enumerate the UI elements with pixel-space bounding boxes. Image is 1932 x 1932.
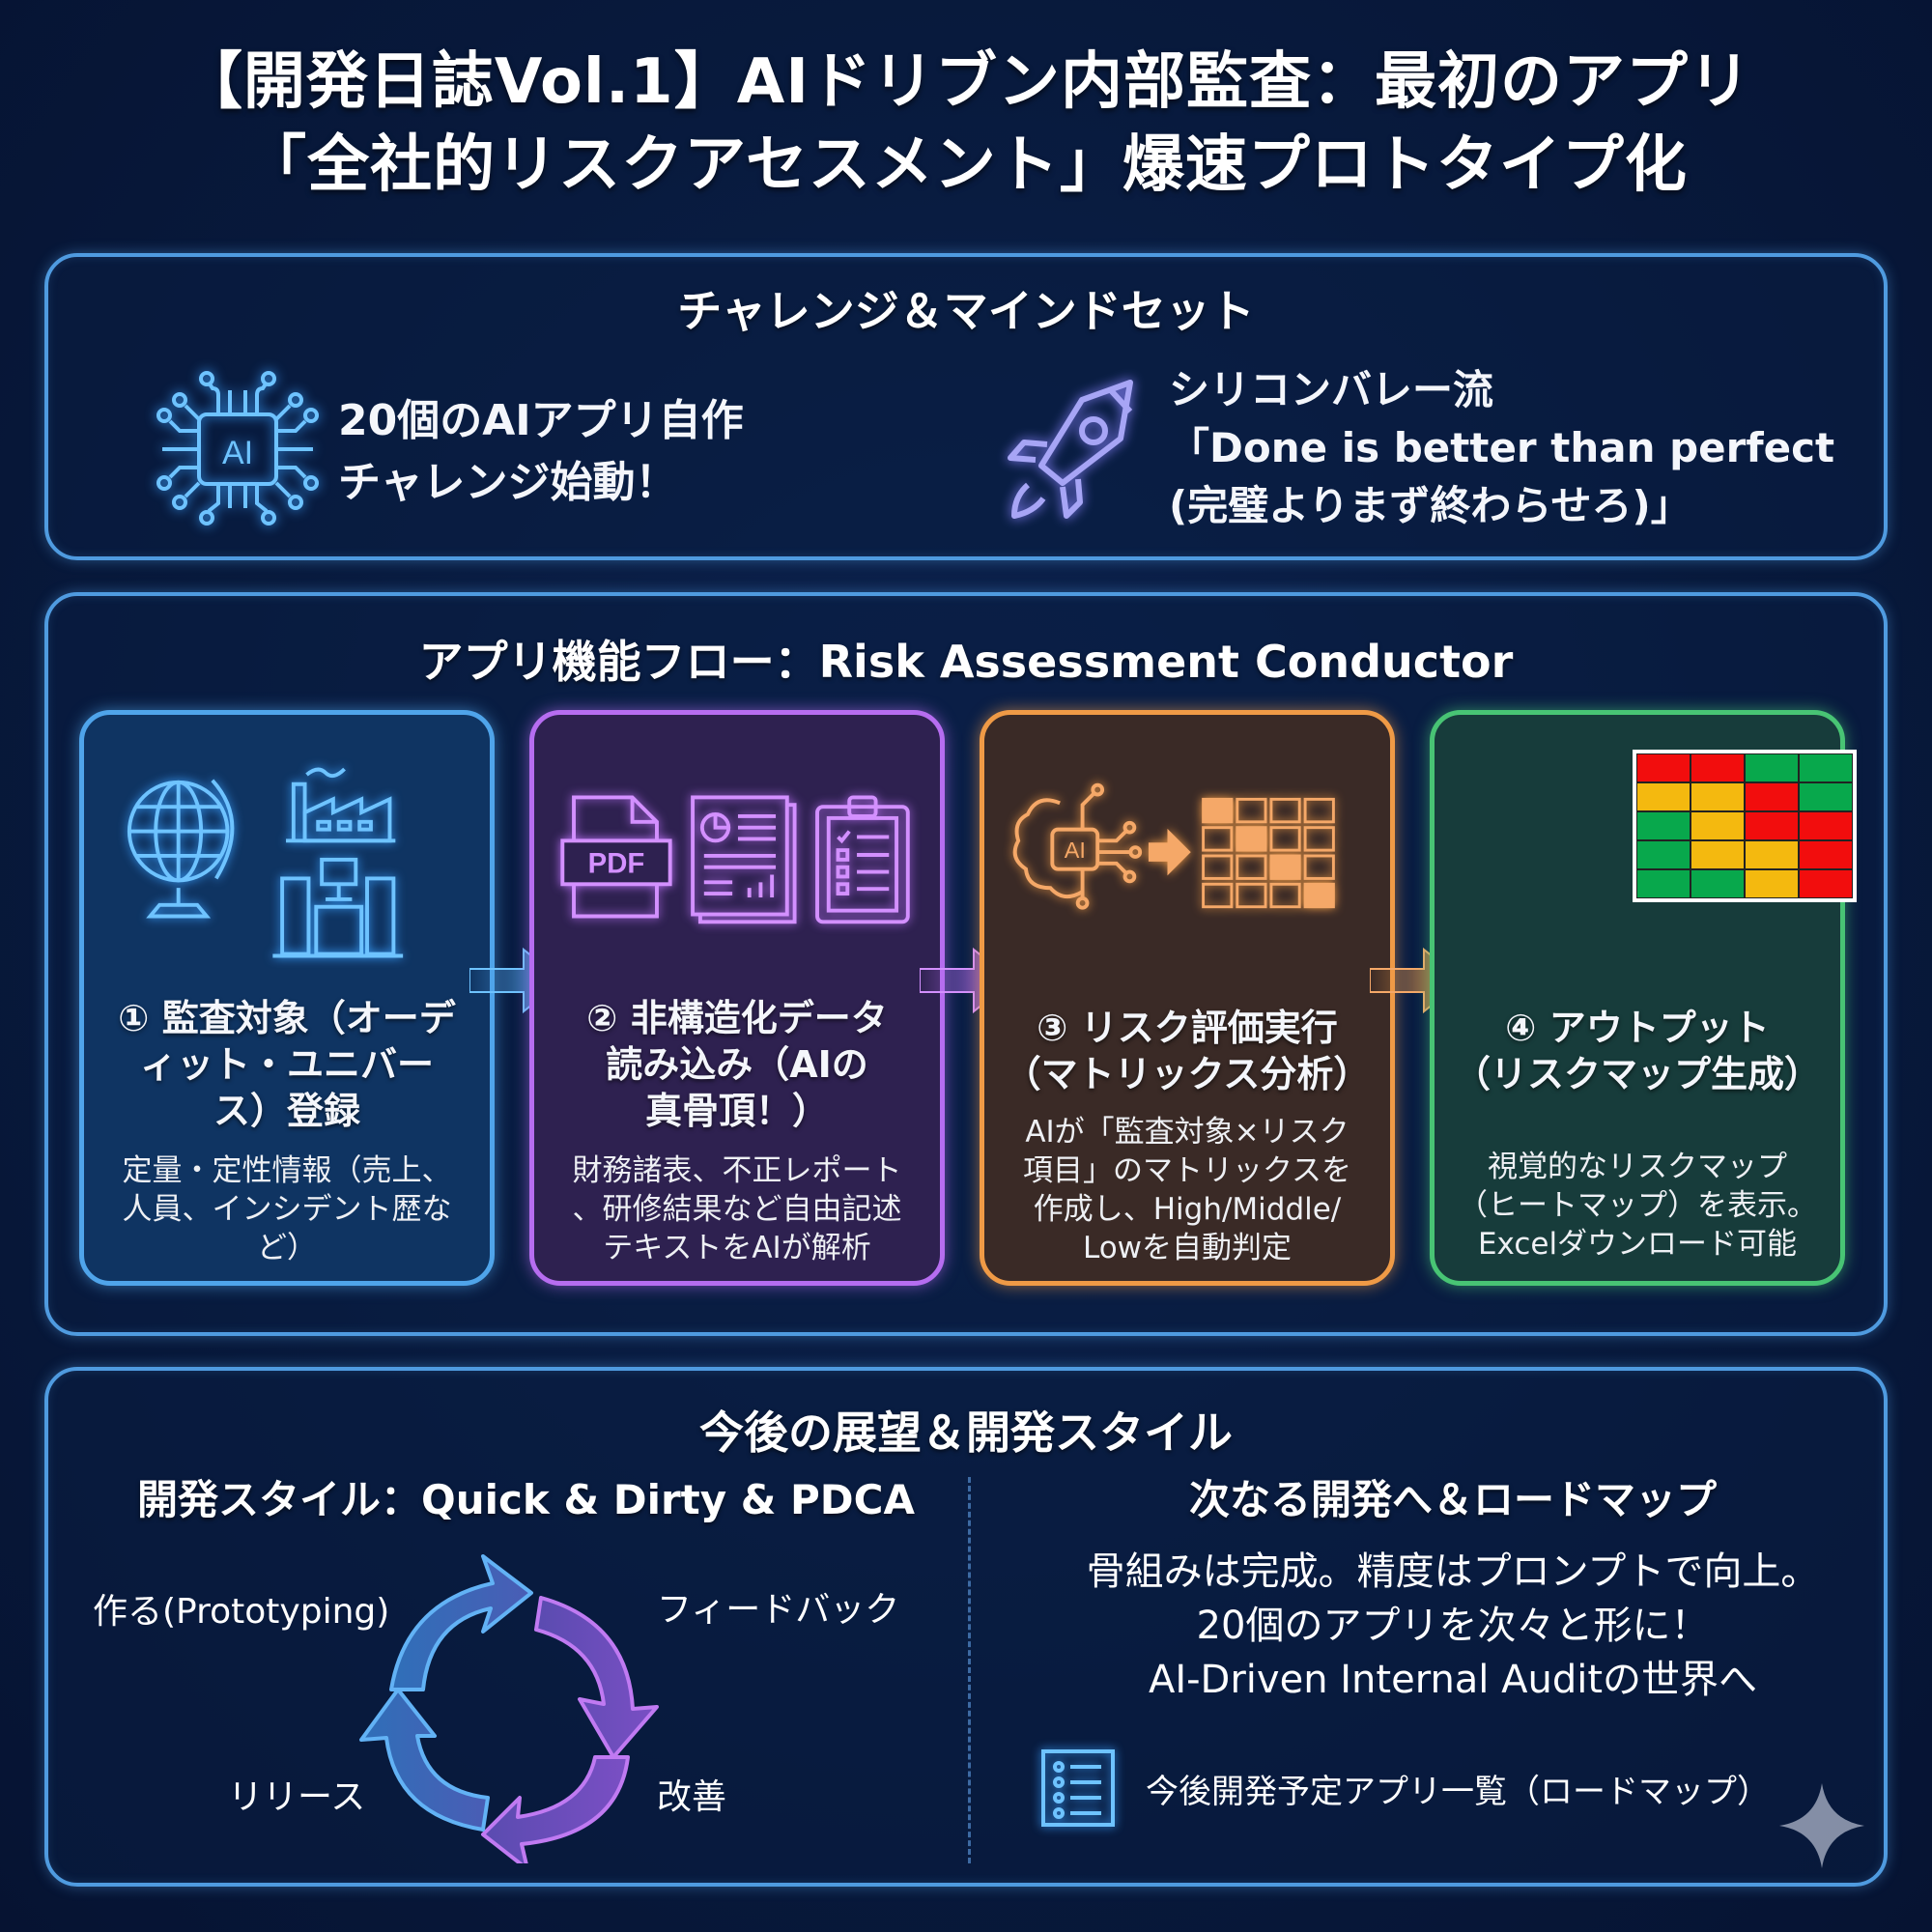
step-1-description: 定量・定性情報（売上、 人員、インシデント歴な ど） bbox=[122, 1153, 452, 1265]
rocket-icon bbox=[1008, 380, 1133, 519]
cycle-step-make: 作る(Prototyping) bbox=[93, 1592, 390, 1632]
flow-heading: アプリ機能フロー：Risk Assessment Conductor bbox=[418, 636, 1514, 688]
checklist-clipboard-icon bbox=[815, 795, 910, 924]
app-flow-panel: アプリ機能フロー：Risk Assessment Conductor bbox=[44, 592, 1888, 1336]
cycle-step-feedback: フィードバック bbox=[657, 1590, 900, 1630]
dev-style-heading: 開発スタイル：Quick & Dirty & PDCA bbox=[137, 1476, 915, 1523]
future-panel: 今後の展望＆開発スタイル 開発スタイル：Quick & Dirty & PDCA… bbox=[44, 1367, 1888, 1887]
svg-text:PDF: PDF bbox=[588, 848, 645, 880]
roadmap-text: 骨組みは完成。精度はプロンプトで向上。 20個のアプリを次々と形に！ AI-Dr… bbox=[1086, 1549, 1820, 1702]
title-line-2: 「全社的リスクアセスメント」爆速プロトタイプ化 bbox=[244, 129, 1688, 201]
arrow-right-icon bbox=[1148, 828, 1191, 876]
section-divider bbox=[968, 1477, 971, 1863]
svg-text:AI: AI bbox=[1065, 838, 1086, 863]
pdca-cycle-icon bbox=[359, 1554, 659, 1863]
step-1-title: ① 監査対象（オーデ ィット・ユニバー ス）登録 bbox=[118, 997, 456, 1132]
step-4-title: ④ アウトプット （リスクマップ生成） bbox=[1453, 1007, 1821, 1095]
challenge-text: 20個のAIアプリ自作 チャレンジ始動！ bbox=[338, 396, 744, 507]
step-2-description: 財務諸表、不正レポート 、研修結果など自由記述 テキストをAIが解析 bbox=[572, 1153, 902, 1265]
mindset-text: シリコンバレー流 「Done is better than perfect (完… bbox=[1169, 366, 1835, 529]
roadmap-list-link[interactable]: 今後開発予定アプリ一覧（ロードマップ） bbox=[1146, 1773, 1770, 1811]
step-2-title: ② 非構造化データ 読み込み（AIの 真骨頂！） bbox=[586, 997, 888, 1132]
title-line-1: 【開発日誌Vol.1】AIドリブン内部監査：最初のアプリ bbox=[180, 46, 1752, 118]
ai-brain-icon: AI bbox=[1012, 782, 1143, 910]
sparkle-icon bbox=[1779, 1783, 1864, 1868]
flow-step-3-card: AI ③ リスク評価実行 （マトリックス分析） AIが「監査対象×リスク bbox=[980, 710, 1395, 1286]
step-3-description: AIが「監査対象×リスク 項目」のマトリックスを 作成し、High/Middle… bbox=[1022, 1115, 1352, 1265]
step-4-description: 視覚的なリスクマップ （ヒートマップ）を表示。 Excelダウンロード可能 bbox=[1458, 1150, 1817, 1262]
ai-chip-icon: AI bbox=[156, 371, 319, 526]
matrix-grid-icon bbox=[1202, 797, 1335, 909]
cycle-step-improve: 改善 bbox=[657, 1777, 727, 1817]
list-icon[interactable] bbox=[1039, 1747, 1117, 1829]
challenge-panel: チャレンジ＆マインドセット AI 20個のAIアプリ自作 チャレンジ始動！ シリ… bbox=[44, 253, 1888, 560]
flow-step-2-card: PDF ② 非構造化データ 読み込み（AIの 真骨頂！） bbox=[529, 710, 945, 1286]
flow-step-1-card: ① 監査対象（オーデ ィット・ユニバー ス）登録 定量・定性情報（売上、 人員、… bbox=[79, 710, 495, 1286]
future-heading: 今後の展望＆開発スタイル bbox=[699, 1406, 1233, 1459]
office-buildings-icon bbox=[272, 857, 404, 958]
heatmap-icon bbox=[1633, 750, 1857, 902]
globe-icon bbox=[127, 779, 235, 919]
pdf-file-icon: PDF bbox=[560, 795, 672, 919]
factory-icon bbox=[286, 767, 396, 843]
svg-text:AI: AI bbox=[222, 435, 253, 471]
challenge-heading: チャレンジ＆マインドセット bbox=[677, 285, 1255, 337]
page-title: 【開発日誌Vol.1】AIドリブン内部監査：最初のアプリ 「全社的リスクアセスメ… bbox=[0, 41, 1932, 207]
flow-step-4-card: ④ アウトプット （リスクマップ生成） 視覚的なリスクマップ （ヒートマップ）を… bbox=[1430, 710, 1857, 1286]
step-3-title: ③ リスク評価実行 （マトリックス分析） bbox=[1004, 1007, 1371, 1095]
report-document-icon bbox=[691, 795, 797, 924]
roadmap-heading: 次なる開発へ＆ロードマップ bbox=[1188, 1476, 1717, 1523]
cycle-step-release: リリース bbox=[228, 1777, 366, 1817]
